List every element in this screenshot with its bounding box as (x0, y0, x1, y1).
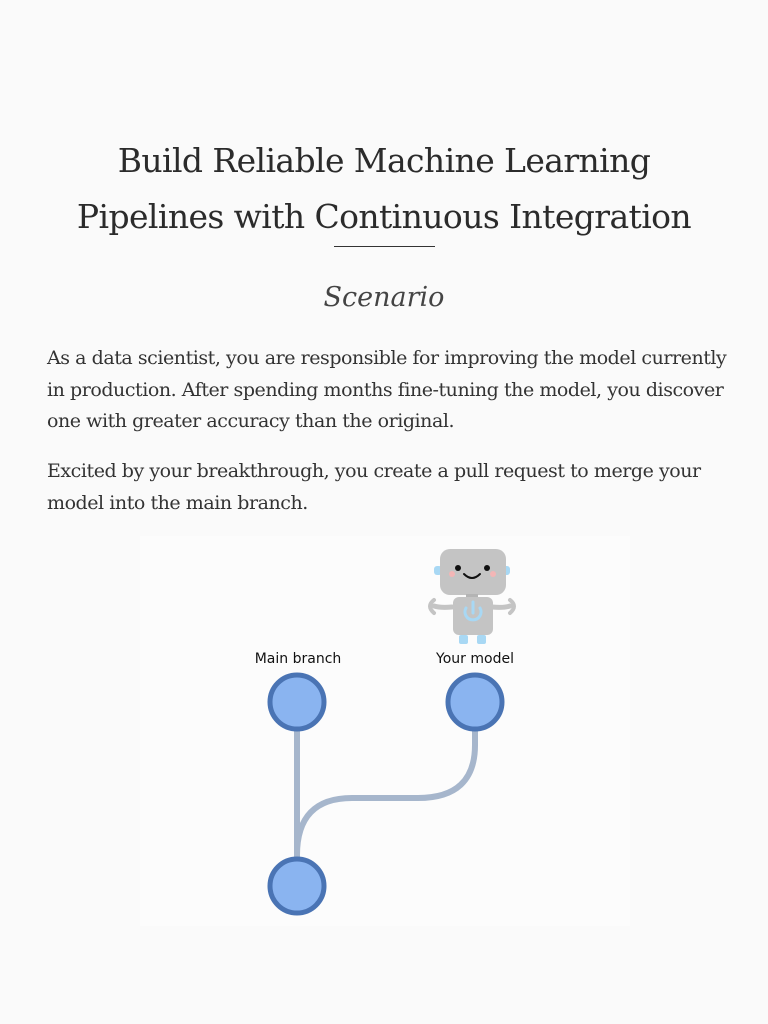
title-line-2: Pipelines with Continuous Integration (76, 197, 692, 236)
branch-diagram: Main branch Your model (0, 530, 768, 930)
paragraph-pull-request: Excited by your breakthrough, you create… (47, 460, 701, 514)
main-branch-node (267, 672, 327, 732)
branch-diagram-graphic (140, 536, 630, 926)
your-model-node (445, 672, 505, 732)
diagram-panel (140, 536, 630, 926)
title-divider (334, 246, 435, 247)
main-branch-label: Main branch (254, 651, 342, 667)
title-line-1: Build Reliable Machine Learning (117, 141, 651, 180)
robot-icon (428, 549, 516, 644)
paragraph-intro: As a data scientist, you are responsible… (47, 347, 727, 432)
model-branch-line (294, 699, 478, 858)
section-subtitle: Scenario (323, 282, 445, 313)
your-model-label: Your model (436, 651, 514, 667)
merge-node (267, 856, 327, 916)
page-title: Build Reliable Machine Learning Pipeline… (0, 133, 768, 245)
